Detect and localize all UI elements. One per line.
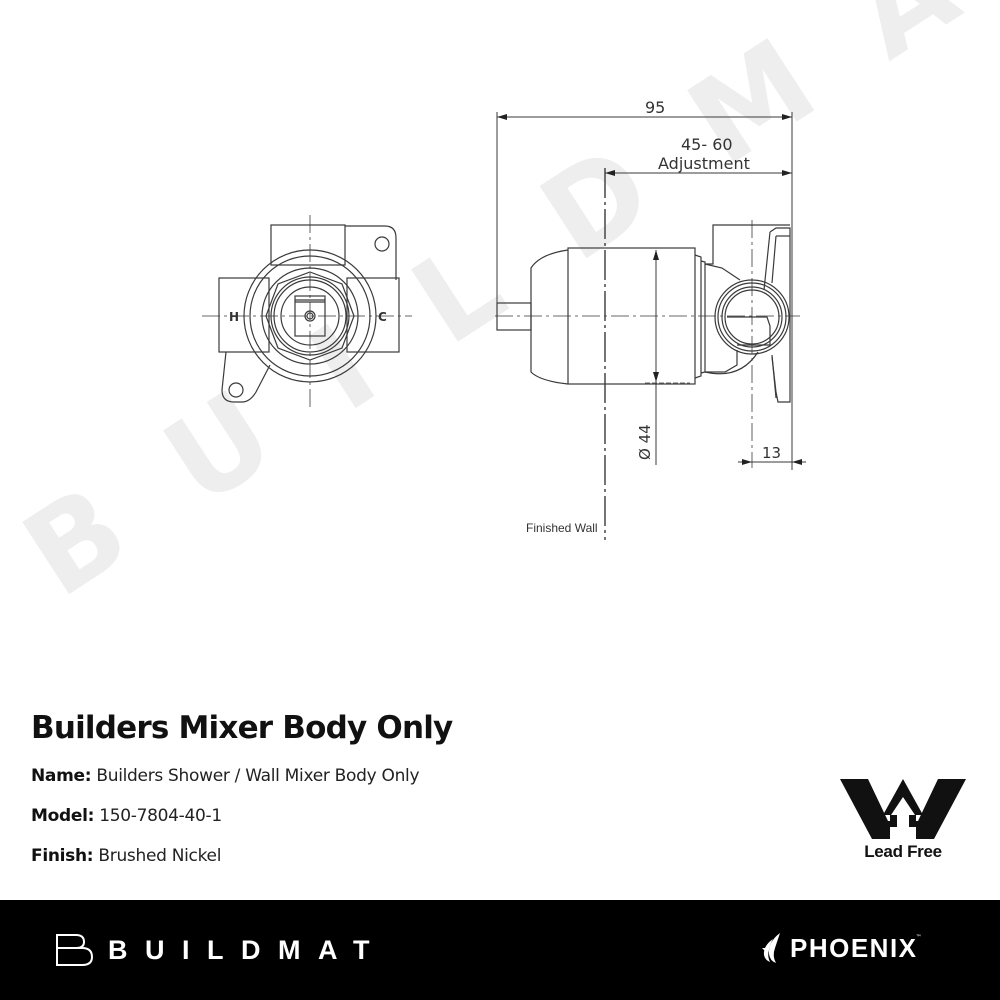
product-info: Builders Mixer Body Only Name: Builders …	[31, 706, 731, 866]
lead-free-label: Lead Free	[864, 842, 942, 861]
buildmat-wordmark: BUILDMAT	[108, 934, 387, 965]
phoenix-wordmark: PHOENIX	[790, 932, 918, 963]
spec-finish: Finish: Brushed Nickel	[31, 846, 731, 866]
dimension-adjustment-label: Adjustment	[658, 154, 750, 173]
phoenix-flame-icon	[762, 933, 780, 963]
footer-bar: BUILDMAT PHOENIX ™	[0, 900, 1000, 1000]
dimension-protrusion: 13	[762, 444, 781, 462]
product-title: Builders Mixer Body Only	[31, 710, 453, 746]
dimension-overall: 95	[645, 98, 665, 117]
spec-value: 150-7804-40-1	[99, 806, 222, 826]
spec-name: Name: Builders Shower / Wall Mixer Body …	[31, 766, 731, 786]
spec-key: Model:	[31, 806, 95, 826]
buildmat-b-icon	[56, 934, 94, 966]
trademark-symbol: ™	[915, 934, 922, 941]
dimension-adjustment-range: 45- 60	[681, 135, 733, 154]
technical-drawing: H C	[202, 98, 806, 540]
cold-label: C	[378, 310, 387, 324]
buildmat-logo: BUILDMAT	[54, 932, 387, 968]
spec-key: Name:	[31, 766, 92, 786]
spec-value: Brushed Nickel	[98, 846, 222, 866]
hot-label: H	[229, 310, 239, 324]
spec-value: Builders Shower / Wall Mixer Body Only	[96, 766, 420, 786]
phoenix-logo: PHOENIX ™	[760, 928, 922, 968]
lead-free-badge: Lead Free	[838, 775, 968, 870]
front-view	[202, 215, 412, 410]
side-view	[495, 112, 806, 540]
spec-key: Finish:	[31, 846, 94, 866]
finished-wall-label: Finished Wall	[526, 521, 598, 535]
spec-model: Model: 150-7804-40-1	[31, 806, 731, 826]
dimension-diameter: Ø 44	[636, 424, 654, 460]
watermark-w-icon	[840, 779, 966, 839]
